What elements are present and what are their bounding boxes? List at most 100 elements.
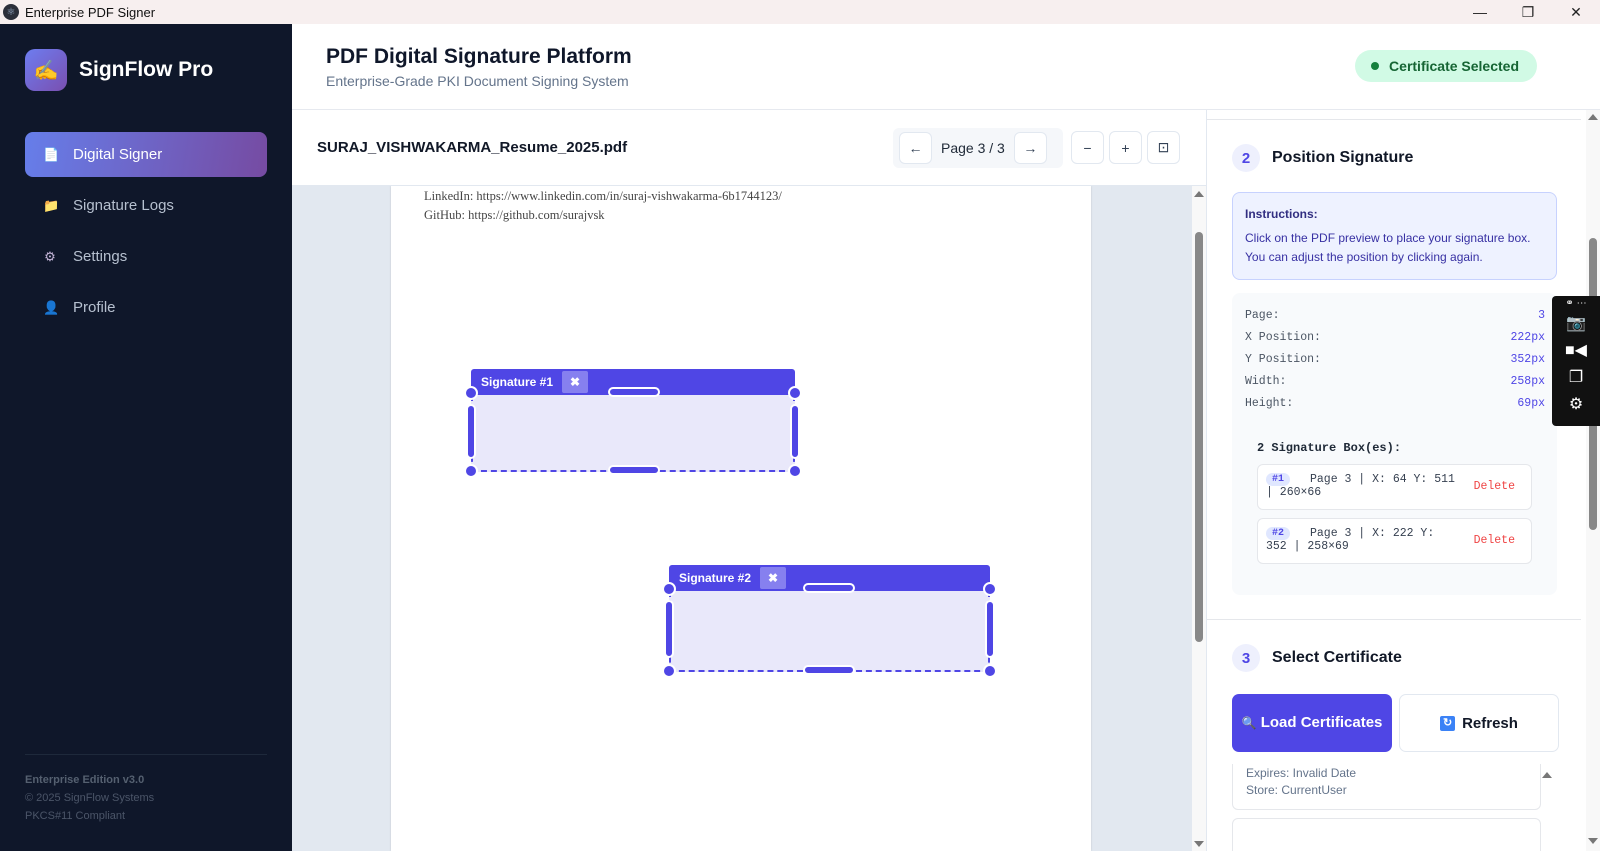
step-number: 2: [1232, 144, 1260, 172]
zoom-out-button[interactable]: −: [1071, 131, 1104, 164]
sidebar-item-signature-logs[interactable]: 📁 Signature Logs: [25, 183, 267, 228]
sidebar-item-label: Signature Logs: [73, 197, 174, 214]
resize-handle-nw[interactable]: [662, 582, 676, 596]
signature-box-list-item: #1 Page 3 | X: 64 Y: 511 | 260×66 Delete: [1257, 464, 1532, 510]
signature-box-1[interactable]: Signature #1 ✖: [464, 369, 802, 478]
pager: ← Page 3 / 3 →: [893, 128, 1063, 168]
status-dot-icon: [1371, 62, 1380, 70]
step-title: Select Certificate: [1272, 649, 1402, 666]
prev-page-button[interactable]: ←: [899, 132, 932, 164]
box-number-badge: #2: [1266, 527, 1291, 540]
viewer-scrollbar[interactable]: [1192, 186, 1206, 851]
copyright-label: © 2025 SignFlow Systems: [25, 792, 155, 804]
pdf-preview-area[interactable]: LinkedIn: https://www.linkedin.com/in/su…: [292, 186, 1192, 851]
status-badge-label: Certificate Selected: [1389, 58, 1519, 74]
resize-handle-s[interactable]: [803, 665, 855, 675]
gear-icon[interactable]: ⚙: [1568, 396, 1584, 413]
minimize-button[interactable]: —: [1473, 4, 1487, 20]
user-icon: 👤: [43, 299, 60, 315]
instructions-box: Instructions: Click on the PDF preview t…: [1232, 192, 1557, 280]
delete-box-button[interactable]: Delete: [1473, 480, 1515, 493]
scrollbar-thumb[interactable]: [1195, 232, 1203, 642]
sidebar-item-digital-signer[interactable]: 📄 Digital Signer: [25, 132, 267, 177]
resize-handle-se[interactable]: [788, 464, 802, 478]
settings-panel: 2 Position Signature Instructions: Click…: [1206, 110, 1600, 851]
video-camera-icon[interactable]: ■◀: [1565, 342, 1587, 359]
compliance-label: PKCS#11 Compliant: [25, 810, 126, 822]
resize-handle-se[interactable]: [983, 664, 997, 678]
zoom-in-button[interactable]: +: [1109, 131, 1142, 164]
signature-box-body[interactable]: [669, 591, 990, 672]
pdf-text-line: GitHub: https://github.com/surajvsk: [424, 208, 605, 222]
resize-handle-ne[interactable]: [983, 582, 997, 596]
scroll-up-icon[interactable]: [1194, 191, 1204, 197]
close-button[interactable]: ✕: [1570, 3, 1582, 20]
close-icon[interactable]: ✖: [760, 567, 787, 589]
section-divider: [1207, 619, 1581, 620]
windows-icon[interactable]: ❐: [1568, 369, 1584, 386]
sidebar-item-label: Digital Signer: [73, 146, 163, 163]
sidebar: ✍️ SignFlow Pro 📄 Digital Signer 📁 Signa…: [0, 24, 292, 851]
step-certificate-header: 3 Select Certificate: [1232, 644, 1402, 672]
sidebar-item-settings[interactable]: ⚙ Settings: [25, 234, 267, 279]
link-icon[interactable]: ⚭ ⋯: [1565, 298, 1587, 309]
viewer-toolbar: SURAJ_VISHWAKARMA_Resume_2025.pdf ← Page…: [292, 110, 1206, 186]
position-row-page: Page: 3: [1245, 309, 1545, 322]
pdf-page[interactable]: LinkedIn: https://www.linkedin.com/in/su…: [391, 186, 1091, 851]
refresh-button[interactable]: ↻ Refresh: [1399, 694, 1559, 752]
position-row-height: Height: 69px: [1245, 397, 1545, 410]
sidebar-item-label: Profile: [73, 299, 116, 316]
sidebar-nav: 📄 Digital Signer 📁 Signature Logs ⚙ Sett…: [25, 132, 267, 336]
refresh-label: Refresh: [1462, 714, 1518, 732]
box-description: Page 3 | X: 222 Y: 352 | 258×69: [1266, 527, 1435, 553]
page-title: PDF Digital Signature Platform: [326, 45, 632, 68]
folder-icon: 📁: [43, 197, 60, 213]
resize-handle-sw[interactable]: [464, 464, 478, 478]
resize-handle-e[interactable]: [985, 600, 995, 658]
scroll-down-icon[interactable]: [1588, 838, 1598, 844]
window-titlebar: ⚛ Enterprise PDF Signer — ❐ ✕: [0, 0, 1600, 24]
signature-box-body[interactable]: [471, 395, 795, 472]
resize-handle-sw[interactable]: [662, 664, 676, 678]
maximize-button[interactable]: ❐: [1521, 3, 1535, 20]
certificate-card[interactable]: Expires: Invalid Date Store: CurrentUser: [1232, 764, 1541, 810]
file-name: SURAJ_VISHWAKARMA_Resume_2025.pdf: [317, 139, 628, 156]
cert-list-scroll-up-icon[interactable]: [1542, 772, 1552, 778]
brand: ✍️ SignFlow Pro: [25, 49, 213, 91]
signature-box-2[interactable]: Signature #2 ✖: [662, 565, 997, 678]
close-icon[interactable]: ✖: [562, 371, 589, 393]
resize-handle-w[interactable]: [664, 600, 674, 658]
scroll-down-icon[interactable]: [1194, 841, 1204, 847]
next-page-button[interactable]: →: [1013, 132, 1047, 164]
gear-icon: ⚙: [44, 248, 56, 264]
resize-handle-nw[interactable]: [464, 386, 478, 400]
resize-handle-w[interactable]: [466, 404, 476, 459]
page-header: PDF Digital Signature Platform Enterpris…: [292, 24, 1600, 110]
resize-handle-n[interactable]: [803, 583, 855, 593]
resize-handle-s[interactable]: [608, 465, 660, 475]
pdf-viewer: SURAJ_VISHWAKARMA_Resume_2025.pdf ← Page…: [292, 110, 1206, 851]
delete-box-button[interactable]: Delete: [1473, 534, 1515, 547]
edition-label: Enterprise Edition v3.0: [25, 774, 145, 786]
window-title: Enterprise PDF Signer: [25, 4, 156, 20]
page-indicator: Page 3 / 3: [941, 140, 1005, 156]
certificate-card[interactable]: [1232, 818, 1541, 851]
box-number-badge: #1: [1266, 473, 1291, 486]
fit-page-button[interactable]: ⊡: [1147, 131, 1180, 164]
panel-scrollbar[interactable]: [1586, 110, 1600, 851]
camera-icon[interactable]: 📷: [1566, 315, 1586, 332]
certificate-expires: Expires: Invalid Date: [1246, 766, 1357, 780]
sidebar-item-label: Settings: [73, 248, 128, 265]
certificate-list[interactable]: Expires: Invalid Date Store: CurrentUser: [1232, 764, 1562, 851]
load-certificates-button[interactable]: 🔍 Load Certificates: [1232, 694, 1392, 752]
resize-handle-e[interactable]: [790, 404, 800, 459]
certificate-store: Store: CurrentUser: [1246, 783, 1347, 797]
sidebar-item-profile[interactable]: 👤 Profile: [25, 285, 267, 330]
scroll-up-icon[interactable]: [1588, 114, 1598, 120]
position-row-y: Y Position: 352px: [1245, 353, 1545, 366]
resize-handle-ne[interactable]: [788, 386, 802, 400]
document-icon: 📄: [43, 146, 60, 162]
sidebar-footer: Enterprise Edition v3.0 © 2025 SignFlow …: [25, 754, 267, 825]
step-number: 3: [1232, 644, 1260, 672]
resize-handle-n[interactable]: [608, 387, 660, 397]
